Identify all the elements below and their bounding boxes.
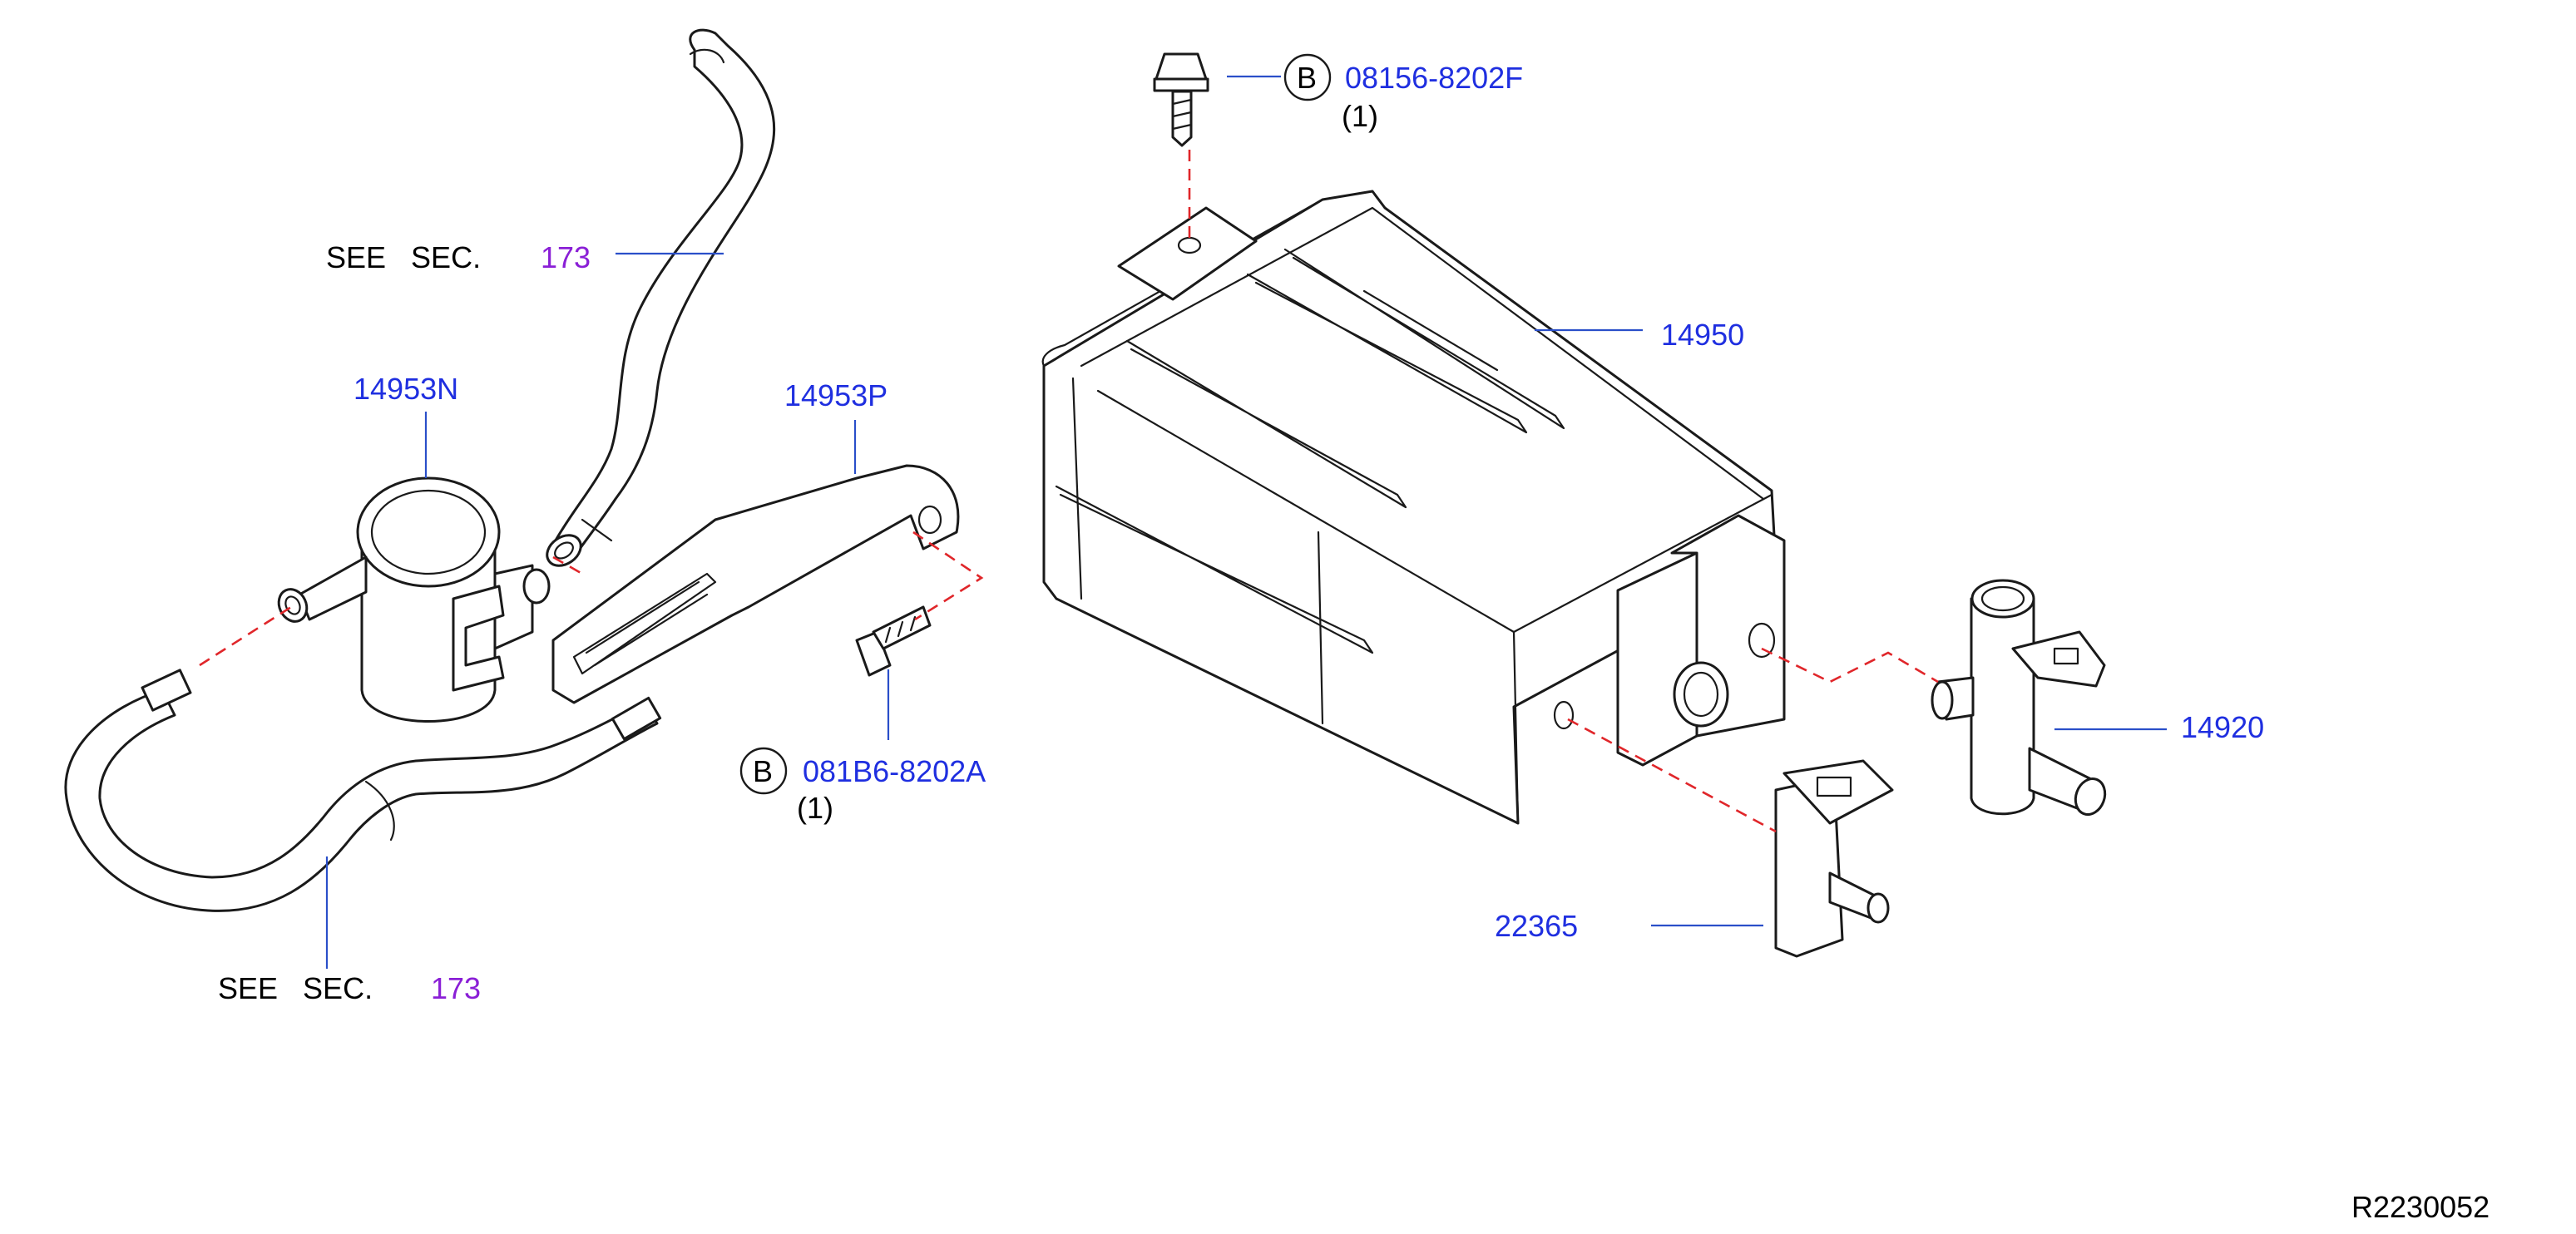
lower-hose: [64, 669, 662, 912]
bolt-lower-badge-letter: B: [753, 754, 773, 788]
bolt-lower-badge: [739, 747, 788, 795]
sec-173-lower-link[interactable]: 173: [431, 971, 481, 1005]
bolt-lower-qty: (1): [797, 791, 833, 825]
leader-lines: [325, 75, 2167, 969]
valve-14920: [1931, 579, 2107, 816]
upper-hose: [546, 28, 776, 567]
bolt-upper-badge: [1283, 53, 1332, 101]
part-14953n-label[interactable]: 14953N: [354, 372, 458, 406]
sec-173-upper-link[interactable]: 173: [541, 240, 591, 274]
see-sec-lower-text: SEE SEC.: [218, 971, 373, 1005]
phantom-lines: [199, 150, 1939, 833]
part-14920-label[interactable]: 14920: [2181, 710, 2264, 744]
bolt-upper: [1153, 52, 1209, 147]
labels: SEE SEC. 173 14953N 14953P B 081B6-8202A…: [218, 53, 2489, 1224]
bolt-lower-code-label[interactable]: 081B6-8202A: [803, 754, 986, 788]
see-sec-upper-text: SEE SEC.: [326, 240, 481, 274]
bolt-upper-code-label[interactable]: 08156-8202F: [1345, 61, 1523, 95]
part-22365-label[interactable]: 22365: [1495, 909, 1578, 943]
bolt-lower: [855, 605, 932, 677]
sensor-22365: [1774, 759, 1894, 958]
part-14953p-label[interactable]: 14953P: [784, 378, 888, 412]
part-14950-label[interactable]: 14950: [1661, 318, 1744, 352]
bracket-14953p: [551, 464, 960, 704]
canister-14950: [1041, 190, 1786, 825]
bolt-upper-badge-letter: B: [1297, 61, 1317, 95]
bolt-upper-qty: (1): [1342, 99, 1378, 133]
drawing-id: R2230052: [2351, 1190, 2489, 1224]
filter-14953n: [277, 476, 551, 723]
